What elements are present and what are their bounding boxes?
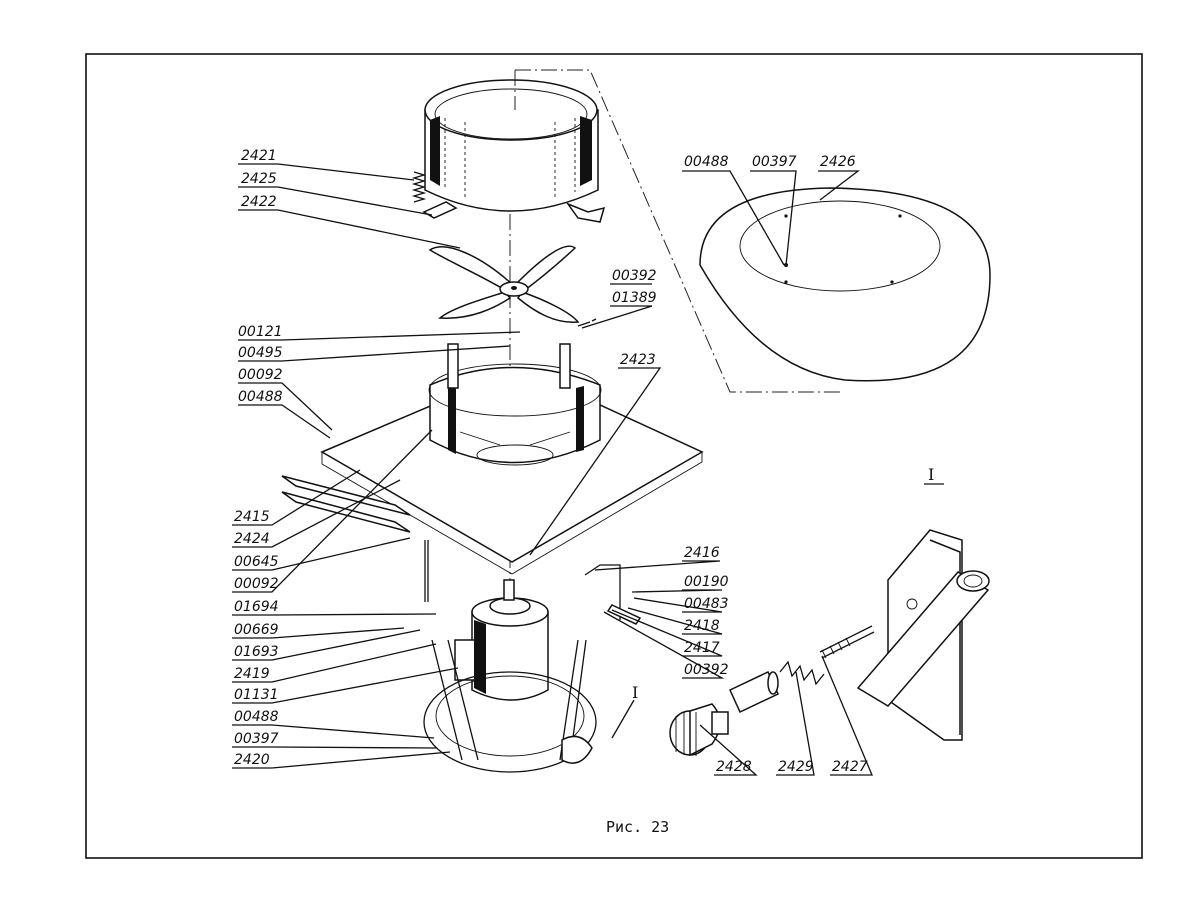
label-00190: 00190 [684, 574, 729, 590]
dome-plate-2426 [699, 187, 991, 382]
label-2418: 2418 [684, 618, 720, 634]
label-2415: 2415 [234, 509, 270, 525]
label-2419: 2419 [234, 666, 270, 682]
label-2424: 2424 [234, 531, 270, 547]
label-01131: 01131 [234, 687, 279, 703]
spring-2429 [779, 660, 825, 686]
motor-01131 [454, 579, 549, 701]
wire-2416 [584, 564, 621, 620]
tube-shaft [856, 570, 990, 707]
label-00483: 00483 [684, 596, 729, 612]
label-2429: 2429 [778, 759, 814, 775]
label-00392-bottom: 00392 [684, 662, 729, 678]
label-00121: 00121 [238, 324, 283, 340]
label-00488-detail: 00488 [684, 154, 729, 170]
bracket-2425 [422, 201, 458, 219]
label-2427: 2427 [832, 759, 868, 775]
fan-impeller-2422 [428, 245, 580, 323]
label-01694: 01694 [234, 599, 279, 615]
label-2425: 2425 [241, 171, 277, 187]
cradle-2420 [423, 639, 597, 773]
part-labels: 2421 2425 2422 00121 00495 00092 00488 2… [234, 148, 934, 836]
label-2426: 2426 [820, 154, 856, 170]
label-00092-bottom: 00092 [234, 576, 279, 592]
threaded-rod-2427 [819, 625, 875, 659]
label-00397-bottom: 00397 [234, 731, 279, 747]
rail-2415b [281, 491, 411, 533]
spring-2421 [411, 171, 427, 203]
screw-01389 [577, 318, 597, 327]
label-2420: 2420 [234, 752, 270, 768]
label-00392-top: 00392 [612, 268, 657, 284]
figure-caption: Рис. 23 [606, 818, 669, 836]
label-00092-top: 00092 [238, 367, 283, 383]
label-2422: 2422 [241, 194, 277, 210]
label-2421: 2421 [241, 148, 277, 164]
label-00495: 00495 [238, 345, 283, 361]
rod-01694 [424, 540, 429, 602]
label-00669: 00669 [234, 622, 279, 638]
sleeve [729, 670, 779, 714]
top-shroud-ring [424, 79, 599, 212]
label-2416: 2416 [684, 545, 720, 561]
label-2417: 2417 [684, 640, 720, 656]
label-00488-top: 00488 [238, 389, 283, 405]
callout-mark-i: I [632, 683, 638, 702]
label-00488-bottom: 00488 [234, 709, 279, 725]
knob-callout-i [561, 735, 593, 764]
drawing-frame [85, 53, 1143, 859]
label-2423: 2423 [620, 352, 656, 368]
label-2428: 2428 [716, 759, 752, 775]
label-00645: 00645 [234, 554, 279, 570]
label-01389: 01389 [612, 290, 657, 306]
leader-lines [232, 163, 944, 776]
bracket-right [565, 202, 606, 223]
label-00397-detail: 00397 [752, 154, 797, 170]
knob-2428 [669, 703, 729, 757]
view-mark-i: I [928, 465, 934, 484]
base-plate-2424 [320, 343, 704, 575]
detail-projection-line [515, 69, 840, 393]
rail-2415 [281, 475, 411, 516]
label-01693: 01693 [234, 644, 279, 660]
